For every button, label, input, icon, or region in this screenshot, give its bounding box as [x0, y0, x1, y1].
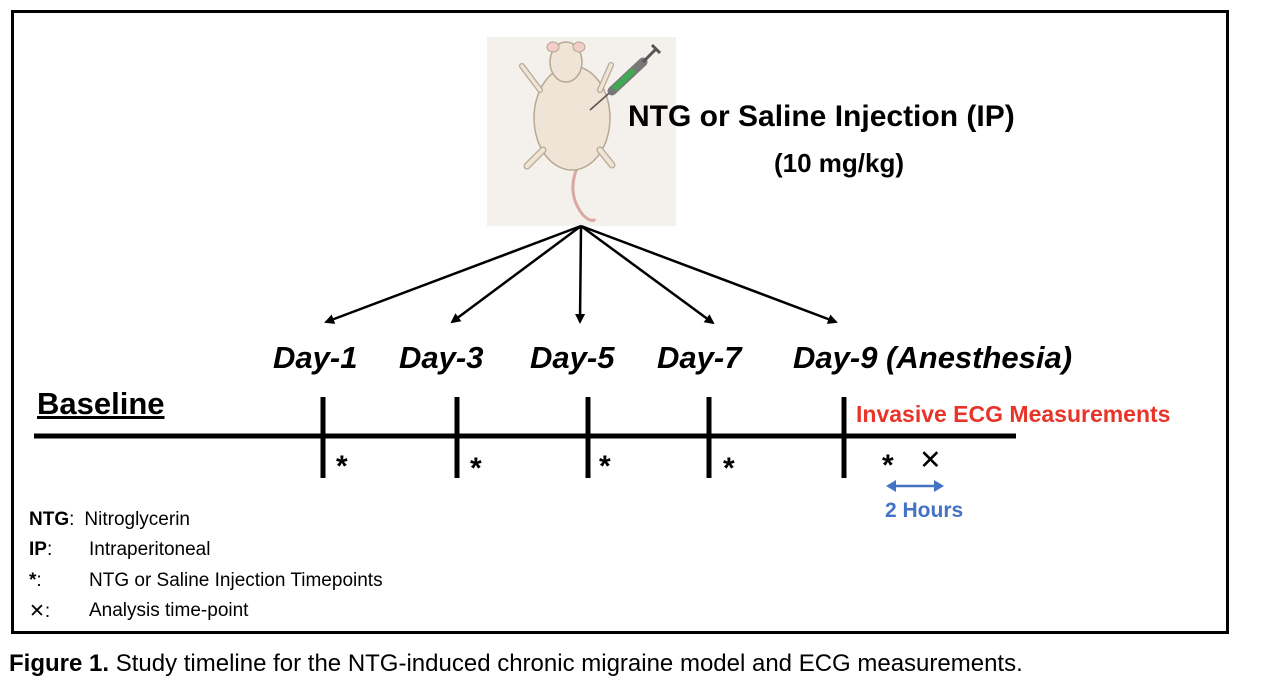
- mouse-tail: [571, 167, 597, 222]
- legend-row-x: ✕:: [29, 600, 50, 623]
- arrow-day-9: [580, 224, 838, 324]
- analysis-marker: ✕: [919, 445, 942, 475]
- legend-text-ip: Intraperitoneal: [89, 539, 211, 560]
- legend-sep: :: [69, 509, 75, 530]
- caption-label: Figure 1.: [9, 650, 110, 677]
- syringe-icon: [589, 43, 662, 111]
- arrow-day-3: [450, 224, 582, 324]
- arrow-day-7: [580, 224, 715, 325]
- legend-sep: :: [46, 539, 53, 560]
- injection-marker-day-5: *: [599, 450, 611, 483]
- legend-sep: :: [36, 570, 42, 591]
- day-label-3: Day-3: [399, 340, 484, 375]
- legend-key: NTG: [29, 509, 70, 530]
- caption-text: Study timeline for the NTG-induced chron…: [109, 650, 1023, 677]
- mouse-ear-left: [546, 41, 560, 53]
- legend-row-ntg: NTG: Nitroglycerin: [29, 509, 190, 531]
- injection-dose: (10 mg/kg): [774, 148, 905, 178]
- legend-text-star: NTG or Saline Injection Timepoints: [89, 570, 383, 591]
- injection-marker-day-3: *: [470, 452, 482, 485]
- day-label-5: Day-5: [530, 340, 615, 375]
- legend-key: *: [29, 570, 37, 591]
- figure-caption: Figure 1. Study timeline for the NTG-ind…: [9, 650, 1023, 678]
- interval-label: 2 Hours: [885, 499, 964, 522]
- day-label-1: Day-1: [273, 340, 358, 375]
- injection-marker-day-7: *: [723, 452, 735, 485]
- day-label-9: Day-9 (Anesthesia): [793, 340, 1073, 375]
- mouse-ear-right: [572, 41, 586, 53]
- legend-text: Nitroglycerin: [84, 509, 190, 530]
- legend-key: IP: [29, 539, 47, 560]
- day-label-7: Day-7: [657, 340, 742, 375]
- arrow-day-5: [575, 225, 586, 324]
- arrow-day-1: [324, 224, 582, 324]
- injection-marker-day-1: *: [336, 450, 348, 483]
- legend-key: ✕: [29, 601, 45, 622]
- invasive-ecg-label: Invasive ECG Measurements: [856, 401, 1171, 427]
- legend-text-x: Analysis time-point: [89, 600, 249, 621]
- mouse-head: [549, 41, 583, 83]
- injection-marker-day-9: *: [882, 449, 894, 482]
- figure-frame: [11, 10, 1229, 634]
- interval-arrow: [886, 480, 944, 492]
- legend-row-ip: IP:: [29, 539, 52, 561]
- legend-row-star: *:: [29, 570, 42, 592]
- legend-sep: :: [44, 601, 51, 622]
- injection-title: NTG or Saline Injection (IP): [628, 100, 1015, 133]
- baseline-label: Baseline: [37, 386, 165, 421]
